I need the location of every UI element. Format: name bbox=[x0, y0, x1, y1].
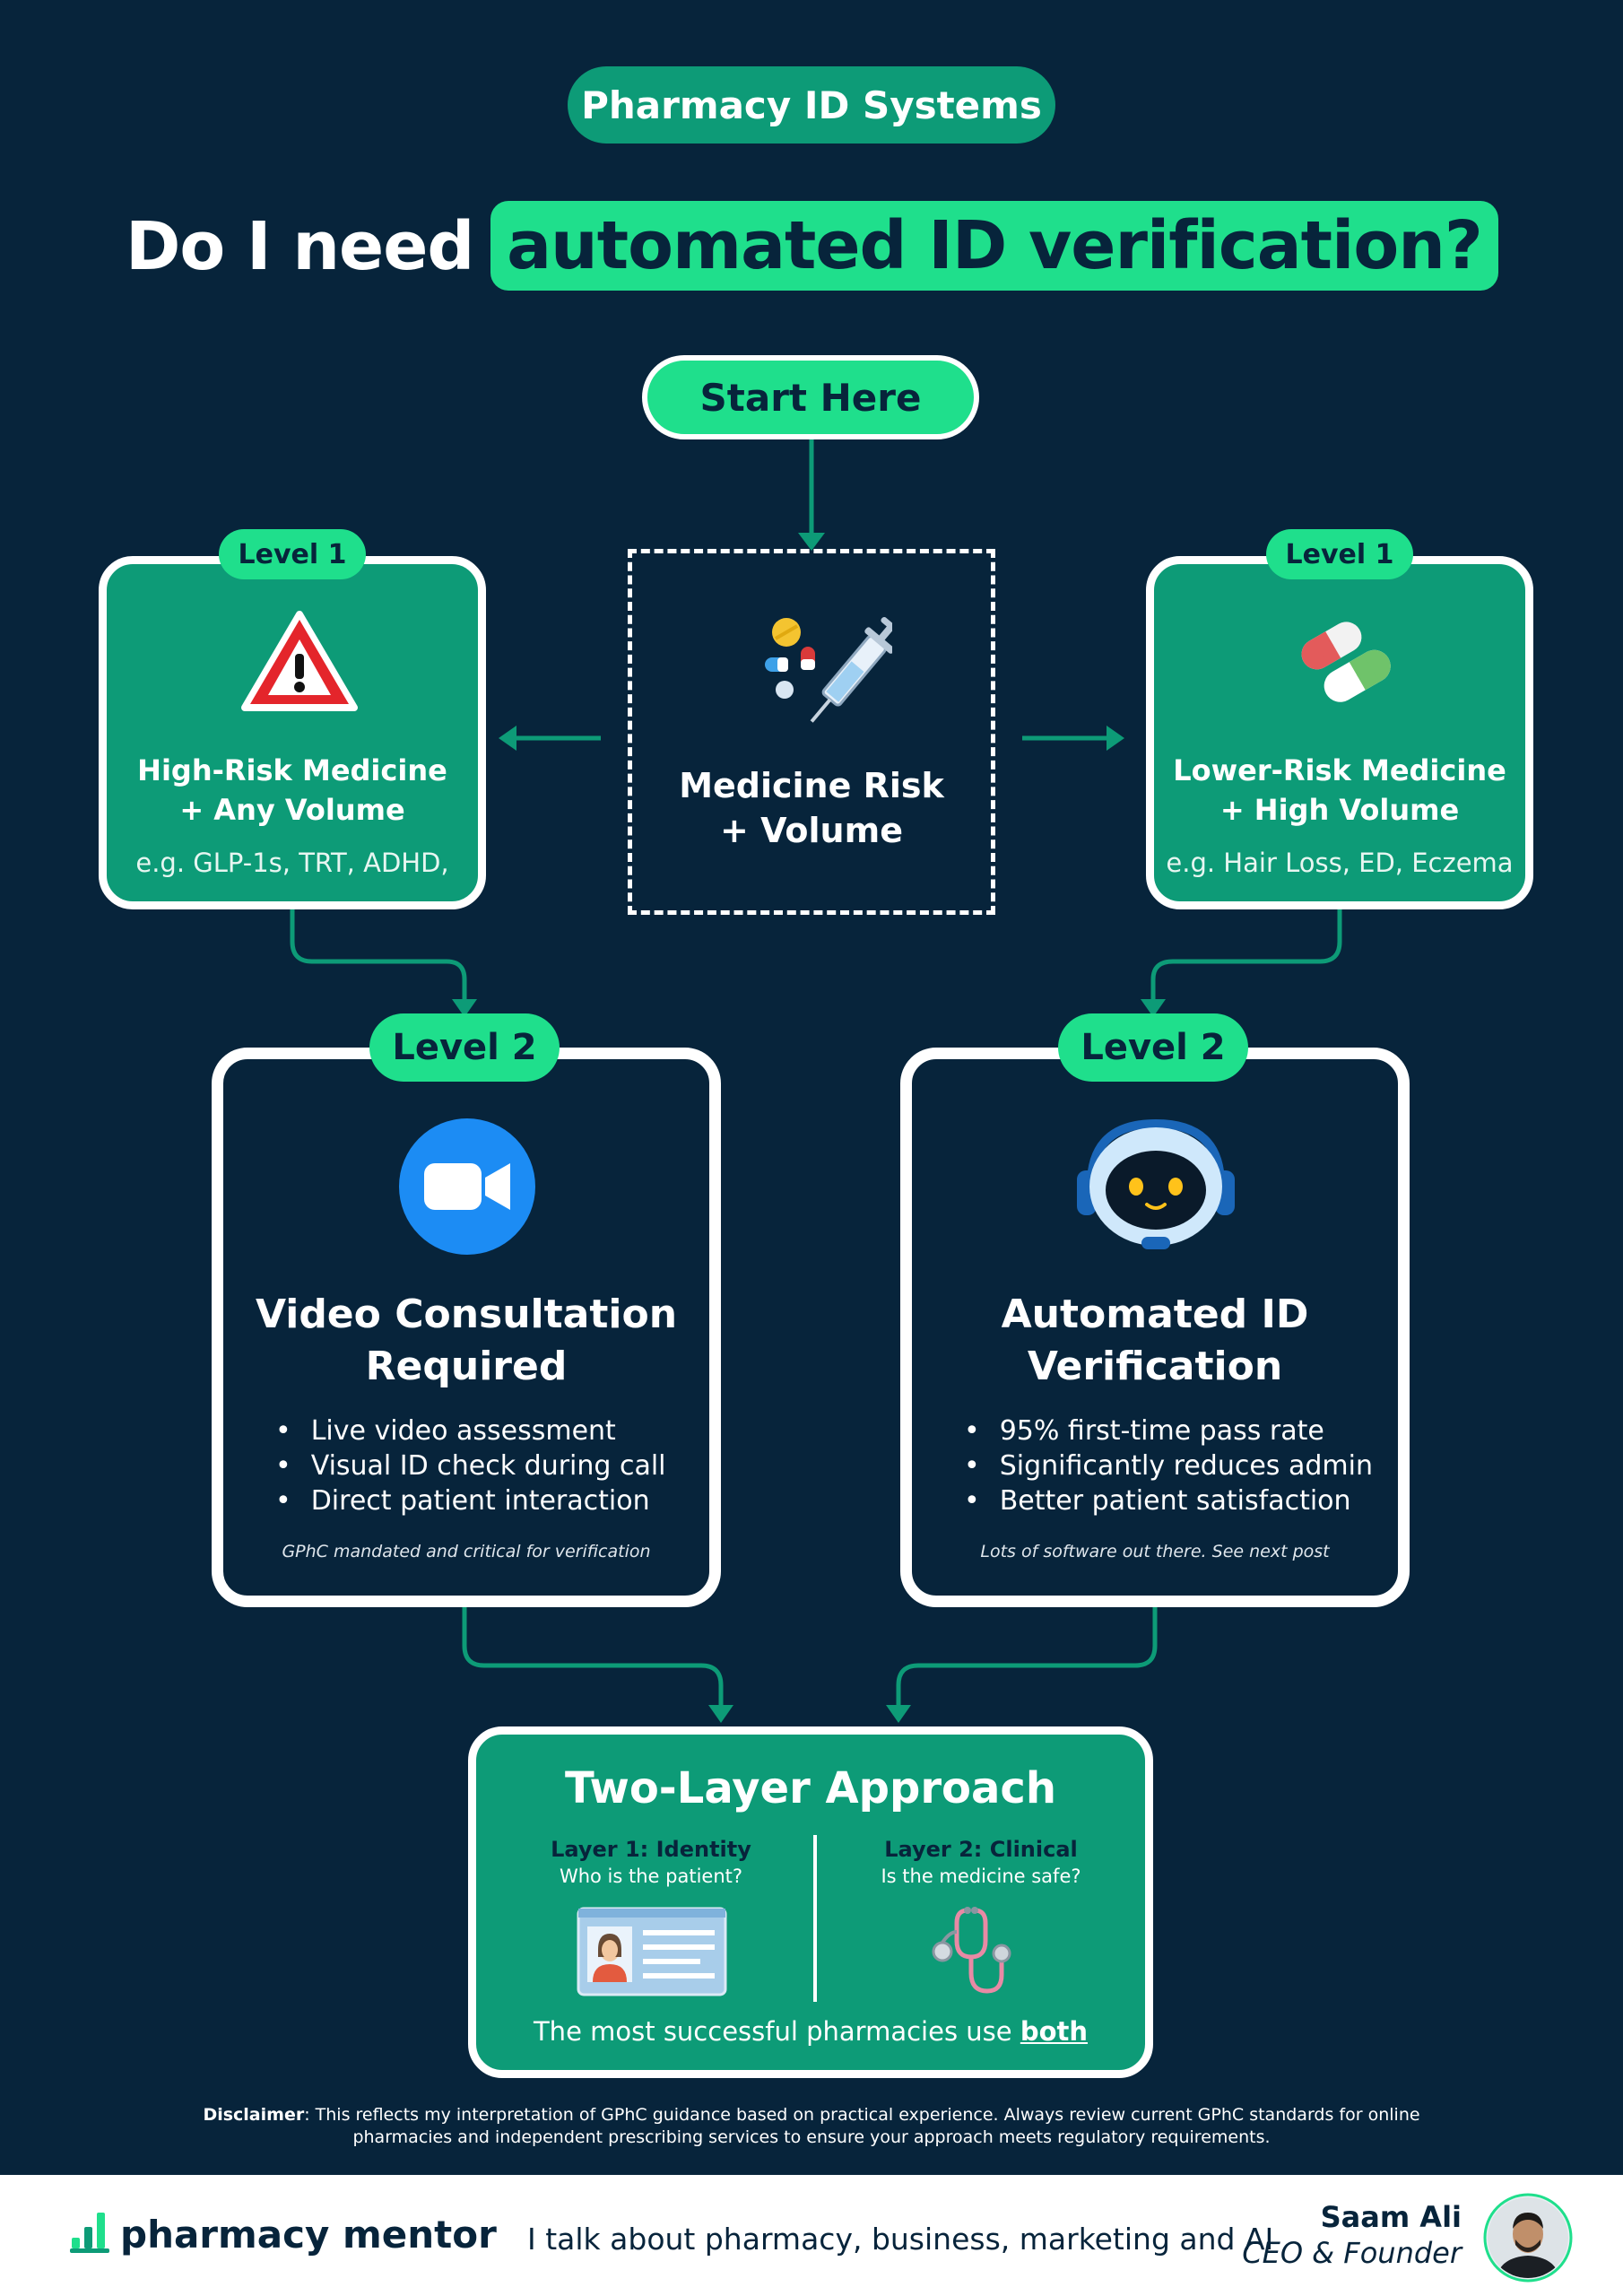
layer-divider bbox=[813, 1835, 817, 2002]
left-level1-card: High-Risk Medicine + Any Volume e.g. GLP… bbox=[99, 556, 486, 909]
left-level1-badge: Level 1 bbox=[219, 529, 366, 579]
connector-left-l1-to-l2 bbox=[290, 908, 467, 1003]
list-item: Direct patient interaction bbox=[275, 1483, 666, 1518]
right-level2-note: Lots of software out there. See next pos… bbox=[980, 1542, 1330, 1561]
stethoscope-icon bbox=[932, 1907, 1011, 1994]
right-level1-heading: Lower-Risk Medicine + High Volume bbox=[1173, 753, 1506, 827]
list-item: Live video assessment bbox=[275, 1413, 666, 1448]
two-layer-footer: The most successful pharmacies use both bbox=[533, 2016, 1089, 2047]
decision-node: Medicine Risk + Volume bbox=[628, 549, 995, 915]
left-level2-title: Video Consultation Required bbox=[255, 1292, 678, 1389]
title-highlight: automated ID verification? bbox=[490, 201, 1498, 291]
author-role: CEO & Founder bbox=[1242, 2236, 1462, 2270]
right-level2-card: Automated ID Verification 95% first-time… bbox=[900, 1048, 1410, 1607]
left-level2-badge: Level 2 bbox=[369, 1013, 560, 1082]
connector-right-l1-to-l2 bbox=[1150, 908, 1342, 1003]
right-level1-example: e.g. Hair Loss, ED, Eczema bbox=[1166, 848, 1514, 878]
author-name: Saam Ali bbox=[1320, 2200, 1462, 2234]
layer1-subtitle: Who is the patient? bbox=[559, 1866, 743, 1887]
decision-label: Medicine Risk + Volume bbox=[679, 766, 944, 850]
capsule-icon bbox=[1301, 622, 1391, 702]
two-layer-title: Two-Layer Approach bbox=[565, 1763, 1056, 1813]
id-card-icon bbox=[577, 1907, 727, 1996]
disclaimer: Disclaimer: This reflects my interpretat… bbox=[203, 2105, 1420, 2147]
layer1-title: Layer 1: Identity bbox=[551, 1837, 751, 1862]
list-item: Better patient satisfaction bbox=[964, 1483, 1373, 1518]
left-level2-card: Video Consultation Required Live video a… bbox=[212, 1048, 721, 1607]
right-level1-card: Lower-Risk Medicine + High Volume e.g. H… bbox=[1146, 556, 1533, 909]
two-layer-card: Two-Layer Approach Layer 1: Identity Who… bbox=[468, 1726, 1153, 2078]
logo-bars-icon bbox=[70, 2213, 109, 2253]
emphasis-both: both bbox=[1020, 2016, 1089, 2047]
warning-icon bbox=[241, 611, 358, 711]
video-camera-icon bbox=[399, 1118, 535, 1255]
page-title: Do I need automated ID verification? bbox=[0, 201, 1623, 291]
connector-left-l2-to-two bbox=[462, 1605, 724, 1709]
title-plain: Do I need bbox=[126, 208, 474, 285]
left-level2-list: Live video assessment Visual ID check du… bbox=[275, 1413, 666, 1518]
list-item: 95% first-time pass rate bbox=[964, 1413, 1373, 1448]
right-level2-list: 95% first-time pass rate Significantly r… bbox=[964, 1413, 1373, 1518]
list-item: Significantly reduces admin bbox=[964, 1448, 1373, 1483]
layer2-title: Layer 2: Clinical bbox=[884, 1837, 1078, 1862]
start-here-node: Start Here bbox=[642, 355, 979, 439]
robot-icon bbox=[1077, 1118, 1235, 1249]
left-level1-example: e.g. GLP-1s, TRT, ADHD, bbox=[135, 848, 449, 878]
left-level1-heading: High-Risk Medicine + Any Volume bbox=[137, 753, 447, 827]
right-level2-title: Automated ID Verification bbox=[1001, 1292, 1309, 1389]
footer-bar: pharmacy mentor I talk about pharmacy, b… bbox=[0, 2175, 1623, 2296]
left-level2-note: GPhC mandated and critical for verificat… bbox=[282, 1542, 651, 1561]
pills-syringe-icon bbox=[765, 616, 892, 723]
brand-name: pharmacy mentor bbox=[120, 2213, 497, 2257]
right-level1-badge: Level 1 bbox=[1266, 529, 1413, 579]
category-pill: Pharmacy ID Systems bbox=[568, 66, 1055, 144]
author-info: Saam Ali CEO & Founder bbox=[1242, 2200, 1462, 2270]
list-item: Visual ID check during call bbox=[275, 1448, 666, 1483]
connector-right-l2-to-two bbox=[896, 1605, 1158, 1709]
avatar bbox=[1483, 2193, 1573, 2283]
layer2-subtitle: Is the medicine safe? bbox=[881, 1866, 1081, 1887]
tagline: I talk about pharmacy, business, marketi… bbox=[527, 2222, 1274, 2257]
right-level2-badge: Level 2 bbox=[1058, 1013, 1248, 1082]
